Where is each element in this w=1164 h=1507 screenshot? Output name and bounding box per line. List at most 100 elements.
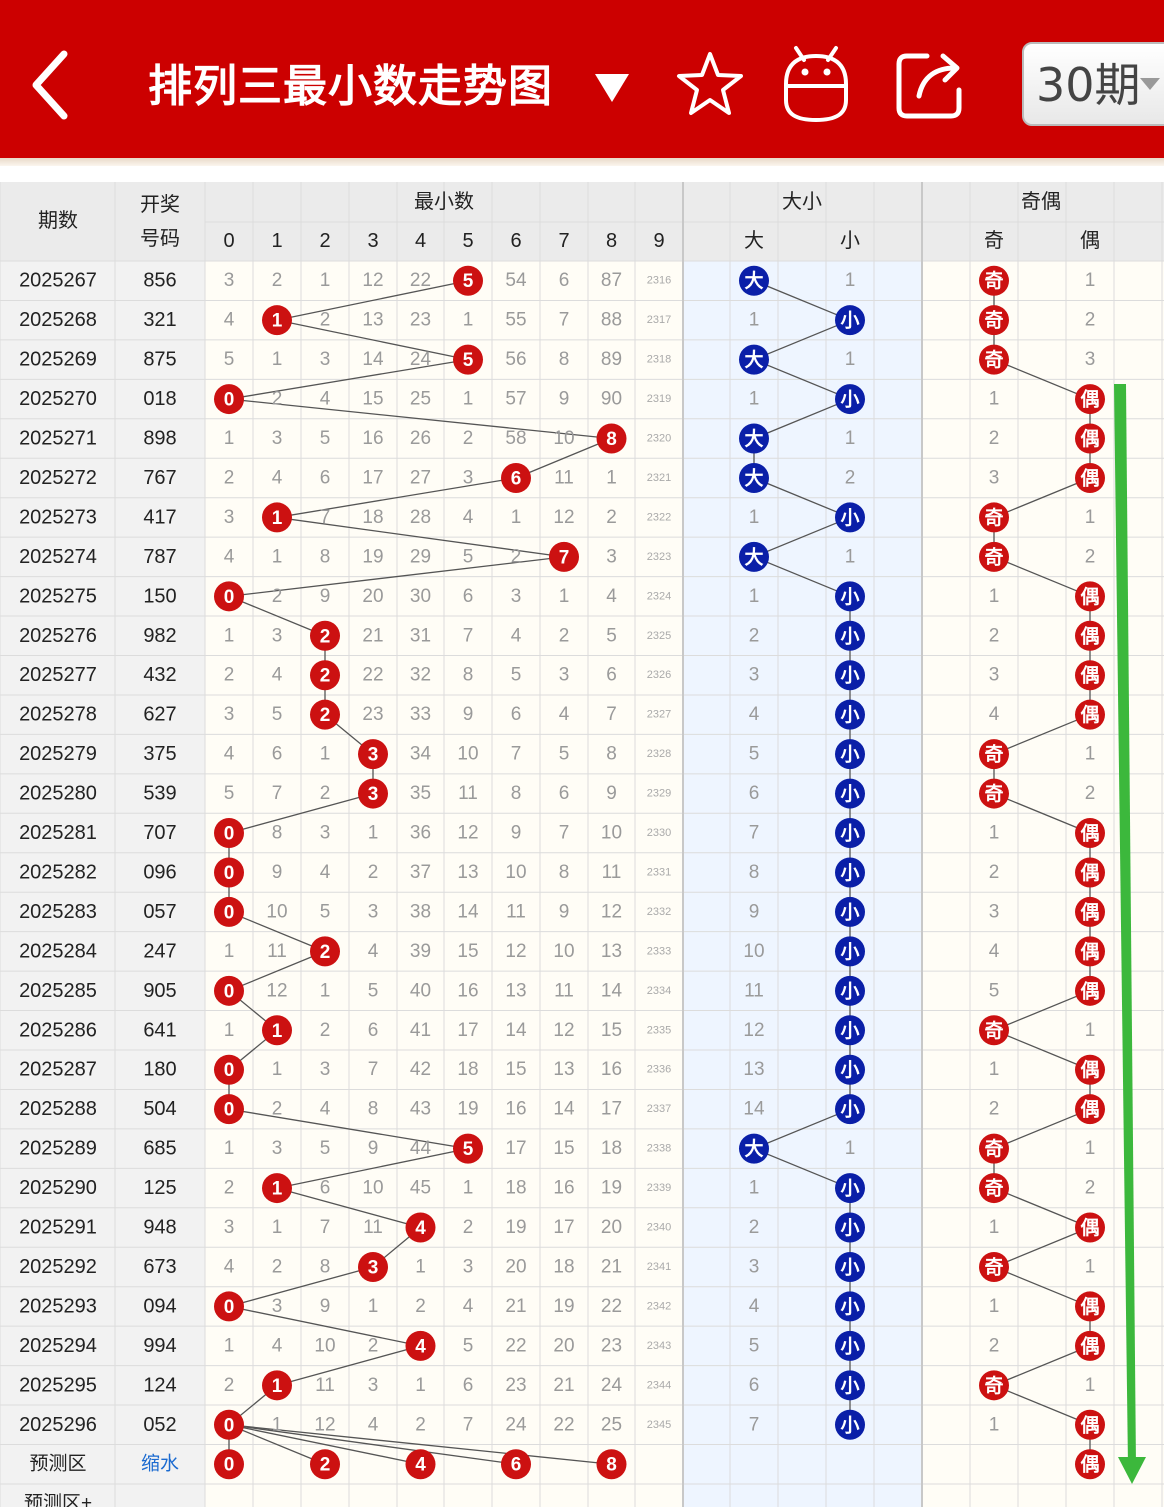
caret-down-icon[interactable] [592, 70, 632, 106]
issue-cell: 2025279 [19, 743, 97, 765]
min-digit-header: 2 [319, 230, 330, 252]
parity-trend-line [993, 359, 1091, 400]
missing-count-cell: 19 [362, 546, 383, 567]
size-missing-cell: 8 [749, 862, 760, 883]
parity-odd-ball: 奇 [979, 1370, 1009, 1401]
size-small-ball: 小 [835, 1251, 865, 1282]
missing-count-cell: 2 [463, 428, 474, 449]
missing-count-cell: 2324 [647, 590, 671, 602]
number-cell: 247 [143, 940, 176, 962]
back-arrow-icon[interactable] [22, 40, 84, 130]
missing-count-cell: 1 [272, 546, 283, 567]
page-title[interactable]: 排列三最小数走势图 [148, 61, 553, 112]
size-trend-line [753, 319, 851, 361]
size-small-ball: 小 [835, 1173, 865, 1204]
number-cell: 641 [143, 1019, 176, 1041]
number-cell: 375 [143, 743, 176, 765]
min-hit-ball-circle [453, 344, 483, 375]
missing-count-cell: 2333 [647, 945, 671, 957]
missing-count-cell: 27 [410, 467, 431, 488]
parity-missing-cell: 1 [989, 1217, 1000, 1238]
size-missing-cell: 7 [749, 1414, 760, 1435]
missing-count-cell: 34 [410, 744, 432, 765]
missing-count-cell: 37 [410, 862, 431, 883]
predict-ball-circle [310, 1449, 340, 1480]
parity-even-ball: 偶 [1075, 857, 1105, 888]
robot-icon[interactable] [780, 42, 852, 126]
size-missing-cell: 1 [845, 546, 856, 567]
missing-count-cell: 2326 [647, 669, 671, 681]
missing-count-cell: 2345 [647, 1419, 671, 1431]
size-big-ball-label: 大 [744, 269, 763, 292]
missing-count-cell: 1 [320, 744, 331, 765]
missing-count-cell: 26 [410, 428, 431, 449]
parity-trend-line [993, 1266, 1091, 1308]
parity-missing-cell: 2 [989, 1099, 1000, 1120]
size-missing-cell: 13 [743, 1059, 764, 1080]
missing-count-cell: 10 [362, 1178, 383, 1199]
size-missing-cell: 1 [845, 349, 856, 370]
missing-count-cell: 16 [601, 1059, 622, 1080]
number-cell: 417 [143, 506, 176, 528]
size-small-ball-label: 小 [840, 1296, 859, 1318]
min-digit-header: 0 [223, 230, 234, 252]
missing-count-cell: 14 [457, 901, 479, 922]
size-big-ball: 大 [739, 462, 769, 493]
min-hit-ball-circle [214, 1409, 244, 1440]
issue-cell: 2025273 [19, 506, 97, 528]
shrink-link[interactable]: 缩水 [141, 1453, 179, 1475]
missing-count-cell: 10 [553, 941, 574, 962]
missing-count-cell: 89 [601, 349, 622, 370]
parity-missing-cell: 1 [989, 586, 1000, 607]
missing-count-cell: 2 [511, 546, 522, 567]
missing-count-cell: 6 [559, 783, 570, 804]
size-big-ball: 大 [739, 1133, 769, 1164]
min-hit-ball-label: 2 [320, 942, 331, 963]
star-icon[interactable] [676, 50, 744, 118]
grid-lines [0, 182, 1164, 1507]
missing-count-cell: 45 [410, 1178, 431, 1199]
size-trend-line [753, 1148, 851, 1189]
missing-count-cell: 2 [272, 1099, 283, 1120]
missing-count-cell: 8 [272, 823, 283, 844]
missing-count-cell: 2329 [647, 788, 671, 800]
missing-count-cell: 2317 [647, 314, 671, 326]
missing-count-cell: 3 [224, 704, 235, 725]
min-hit-ball: 5 [453, 344, 483, 375]
parity-missing-cell: 2 [1085, 783, 1096, 804]
missing-count-cell: 2327 [647, 709, 671, 721]
number-cell: 504 [143, 1098, 176, 1120]
predict-line [228, 1424, 517, 1465]
min-hit-ball: 0 [214, 818, 244, 849]
size-big-ball-label: 大 [744, 348, 763, 371]
parity-even-ball-circle [1075, 1054, 1105, 1085]
chevron-down-icon [1140, 78, 1160, 90]
share-icon[interactable] [893, 46, 969, 122]
missing-count-cell: 7 [559, 823, 570, 844]
min-hit-ball: 0 [214, 581, 244, 612]
missing-count-cell: 6 [559, 270, 570, 291]
parity-even-ball-circle [1075, 936, 1105, 967]
missing-count-cell: 22 [362, 665, 383, 686]
parity-odd-ball-circle [979, 739, 1009, 770]
parity-missing-cell: 1 [989, 823, 1000, 844]
parity-even-ball-circle [1075, 462, 1105, 493]
missing-count-cell: 1 [320, 270, 331, 291]
parity-even-ball-label: 偶 [1080, 585, 1099, 608]
missing-count-cell: 10 [601, 823, 622, 844]
number-cell: 057 [143, 901, 176, 923]
size-big-ball: 大 [739, 423, 769, 454]
missing-count-cell: 9 [511, 823, 522, 844]
predict-plus-row-label[interactable]: 预测区+ [24, 1492, 92, 1507]
size-missing-cell: 2 [749, 1217, 760, 1238]
missing-count-cell: 25 [601, 1414, 622, 1435]
missing-count-cell: 20 [601, 1217, 622, 1238]
size-missing-cell: 1 [749, 1178, 760, 1199]
missing-count-cell: 2331 [647, 866, 671, 878]
missing-count-cell: 4 [272, 467, 283, 488]
missing-count-cell: 5 [606, 625, 617, 646]
parity-even-ball-circle [1075, 384, 1105, 415]
missing-count-cell: 1 [224, 1020, 235, 1041]
size-big-ball: 大 [739, 344, 769, 375]
min-hit-ball-label: 8 [606, 429, 617, 450]
